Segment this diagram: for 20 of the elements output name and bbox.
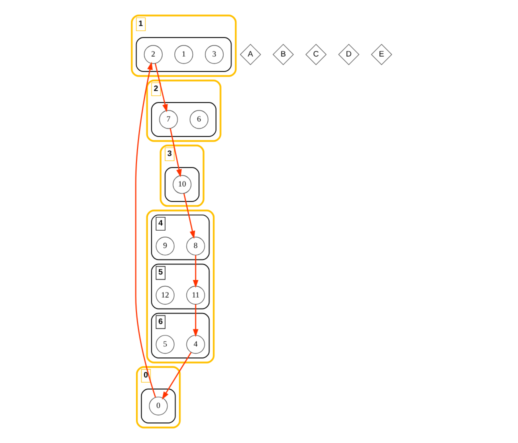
node-circle: 8 xyxy=(186,236,204,256)
cluster xyxy=(146,210,214,364)
arrow xyxy=(154,63,168,112)
arrow xyxy=(161,352,192,400)
arrow xyxy=(134,62,156,398)
node-circle: 3 xyxy=(204,45,224,64)
node-circle: 5 xyxy=(155,335,174,354)
arrow xyxy=(192,255,198,288)
node-circle: 4 xyxy=(186,335,204,354)
node-circle: 11 xyxy=(186,286,204,305)
node-circle: 10 xyxy=(172,175,191,194)
node-circle: 9 xyxy=(155,236,174,256)
cluster xyxy=(140,388,176,424)
node-circle: 12 xyxy=(155,286,174,305)
node-circle: 1 xyxy=(174,45,193,64)
node-circle: 7 xyxy=(158,110,178,129)
node-circle: 6 xyxy=(189,110,208,129)
arrow xyxy=(192,304,198,338)
node-circle: 0 xyxy=(148,396,168,416)
node-circle: 2 xyxy=(143,45,162,64)
